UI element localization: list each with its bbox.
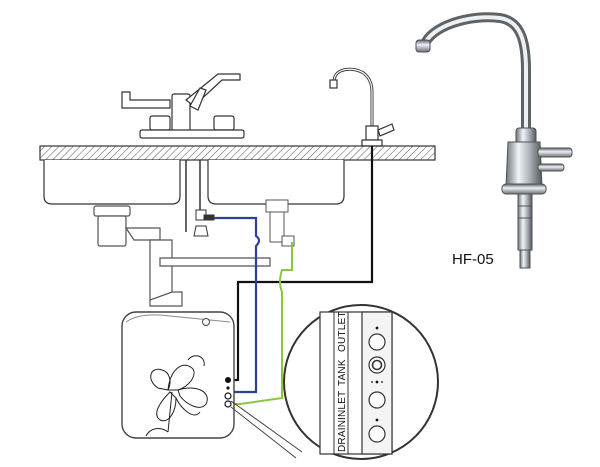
flower-icon <box>145 355 208 437</box>
double-sink <box>43 160 345 205</box>
port-detail-magnifier: OUTLET TANK INLET DRAIN <box>283 304 439 460</box>
faucet-icon <box>415 12 573 269</box>
port-drain <box>368 418 386 443</box>
unit-port-drain <box>224 400 232 408</box>
unit-port-outlet <box>225 377 231 383</box>
port-tank <box>368 356 386 384</box>
port-outlet <box>368 326 386 351</box>
label-outlet: OUTLET <box>337 311 348 352</box>
label-inlet: INLET <box>337 391 348 420</box>
label-tank: TANK <box>337 359 348 386</box>
ro-unit <box>121 311 235 439</box>
feed-valve <box>185 160 215 237</box>
label-drain: DRAIN <box>337 420 348 452</box>
unit-port-inlet <box>224 392 232 400</box>
outlet-line <box>232 146 374 382</box>
ro-faucet <box>329 67 395 147</box>
inlet-line <box>214 216 261 394</box>
mixer-faucet <box>121 73 245 139</box>
drain-line <box>232 242 293 405</box>
port-inlet <box>368 391 386 409</box>
drain-trap <box>93 205 271 307</box>
magnifier-leaders <box>230 400 303 459</box>
drain-saddle <box>265 199 295 247</box>
unit-port-tank <box>226 386 230 390</box>
faucet-model-label: HF-05 <box>452 251 494 268</box>
countertop <box>39 145 436 161</box>
